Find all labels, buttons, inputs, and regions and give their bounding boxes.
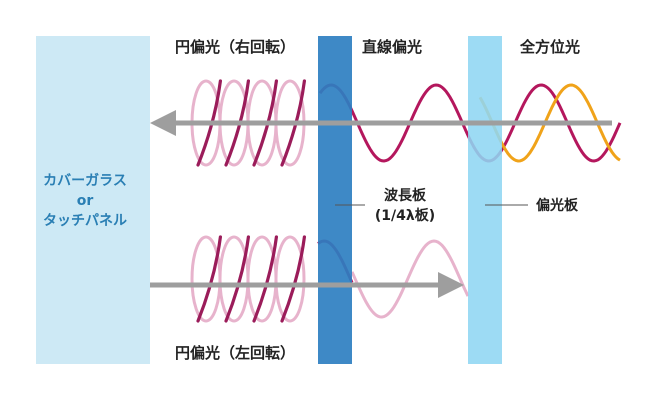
- helix-left-front-3: [280, 235, 306, 323]
- cover-line-1: カバーガラス: [43, 173, 127, 189]
- label-cover-glass: カバーガラス or タッチパネル: [20, 171, 150, 231]
- helix-left-back-1: [218, 235, 250, 323]
- arrow-left-icon: [150, 110, 176, 136]
- arrow-right-icon: [438, 272, 464, 298]
- label-wave-plate: 波長板 (1/4λ板): [370, 186, 440, 226]
- helix-left-front-2: [252, 235, 278, 323]
- cover-line-2: or: [76, 193, 94, 209]
- helix-left-back-2: [246, 235, 278, 323]
- bottom-wave-faded: [350, 239, 470, 319]
- label-circular-left: 円偏光（左回転）: [175, 344, 296, 362]
- label-circular-right: 円偏光（右回転）: [175, 38, 296, 56]
- label-omnidirectional-light: 全方位光: [520, 38, 581, 56]
- wave-plate-bar: [318, 36, 352, 364]
- wave-plate-line-2: (1/4λ板): [374, 208, 436, 224]
- label-linear-polarized: 直線偏光: [362, 38, 423, 56]
- label-polarizer: 偏光板: [536, 198, 578, 214]
- helix-left-front-1: [224, 235, 250, 323]
- polarizer-bar: [468, 36, 502, 364]
- cover-glass-panel: [36, 36, 150, 364]
- wave-plate-line-1: 波長板: [384, 188, 426, 204]
- cover-line-3: タッチパネル: [43, 213, 127, 229]
- helix-left-front-0: [196, 235, 222, 323]
- helix-left-back-3: [274, 235, 306, 323]
- helix-left-back-0: [190, 235, 222, 323]
